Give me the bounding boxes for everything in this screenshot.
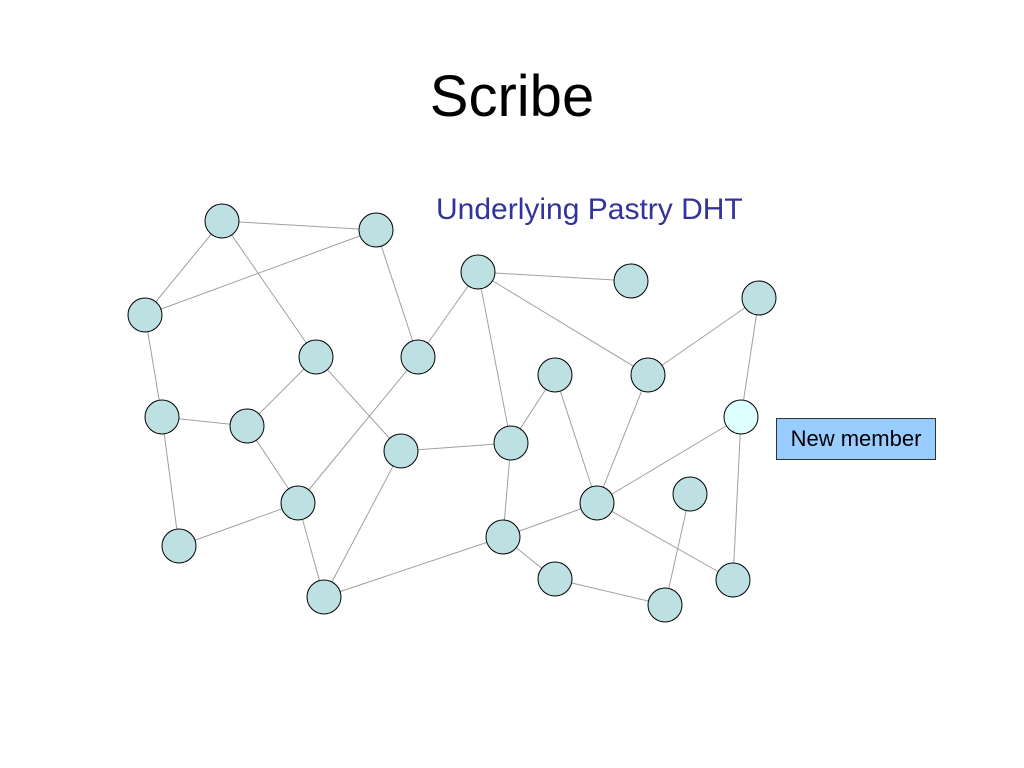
graph-node [741,280,777,316]
graph-node [358,212,394,248]
graph-nodes [127,203,777,623]
graph-edge [323,536,504,598]
graph-node [537,561,573,597]
graph-edge [315,356,402,452]
graph-node [161,528,197,564]
graph-edge [144,229,377,316]
graph-edge [732,416,742,581]
graph-edge [554,374,598,504]
graph-edge [740,297,760,418]
graph-edge [221,220,317,358]
graph-node [280,485,316,521]
new-member-node [723,399,759,435]
graph-node [306,579,342,615]
graph-node [613,263,649,299]
overlay-subtitle: Underlying Pastry DHT [436,193,743,226]
graph-node [229,408,265,444]
graph-edge [297,356,419,504]
graph-node [485,519,521,555]
graph-edge [375,229,419,358]
graph-node [537,357,573,393]
graph-node [647,587,683,623]
graph-node [493,425,529,461]
graph-edge [477,271,632,282]
graph-edge [477,271,512,444]
graph-edge [323,450,402,598]
graph-edge [144,220,223,316]
graph-node [127,297,163,333]
graph-edge [664,493,691,606]
graph-edge [178,502,299,547]
graph-node [672,476,708,512]
graph-node [460,254,496,290]
graph-node [579,485,615,521]
graph-edge [596,374,649,504]
graph-edge [477,271,649,376]
graph-node [204,203,240,239]
slide-title: Scribe [429,64,595,129]
graph-node [298,339,334,375]
graph-edge [554,578,666,606]
graph-node [715,562,751,598]
new-member-label: New member [776,418,936,460]
graph-node [144,399,180,435]
graph-edge [161,416,180,547]
graph-edge [221,220,377,231]
graph-edge [596,502,734,581]
graph-edge [596,416,742,504]
graph-edge [400,442,512,452]
graph-node [400,339,436,375]
graph-node [383,433,419,469]
graph-node [630,357,666,393]
graph-edge [647,297,760,376]
